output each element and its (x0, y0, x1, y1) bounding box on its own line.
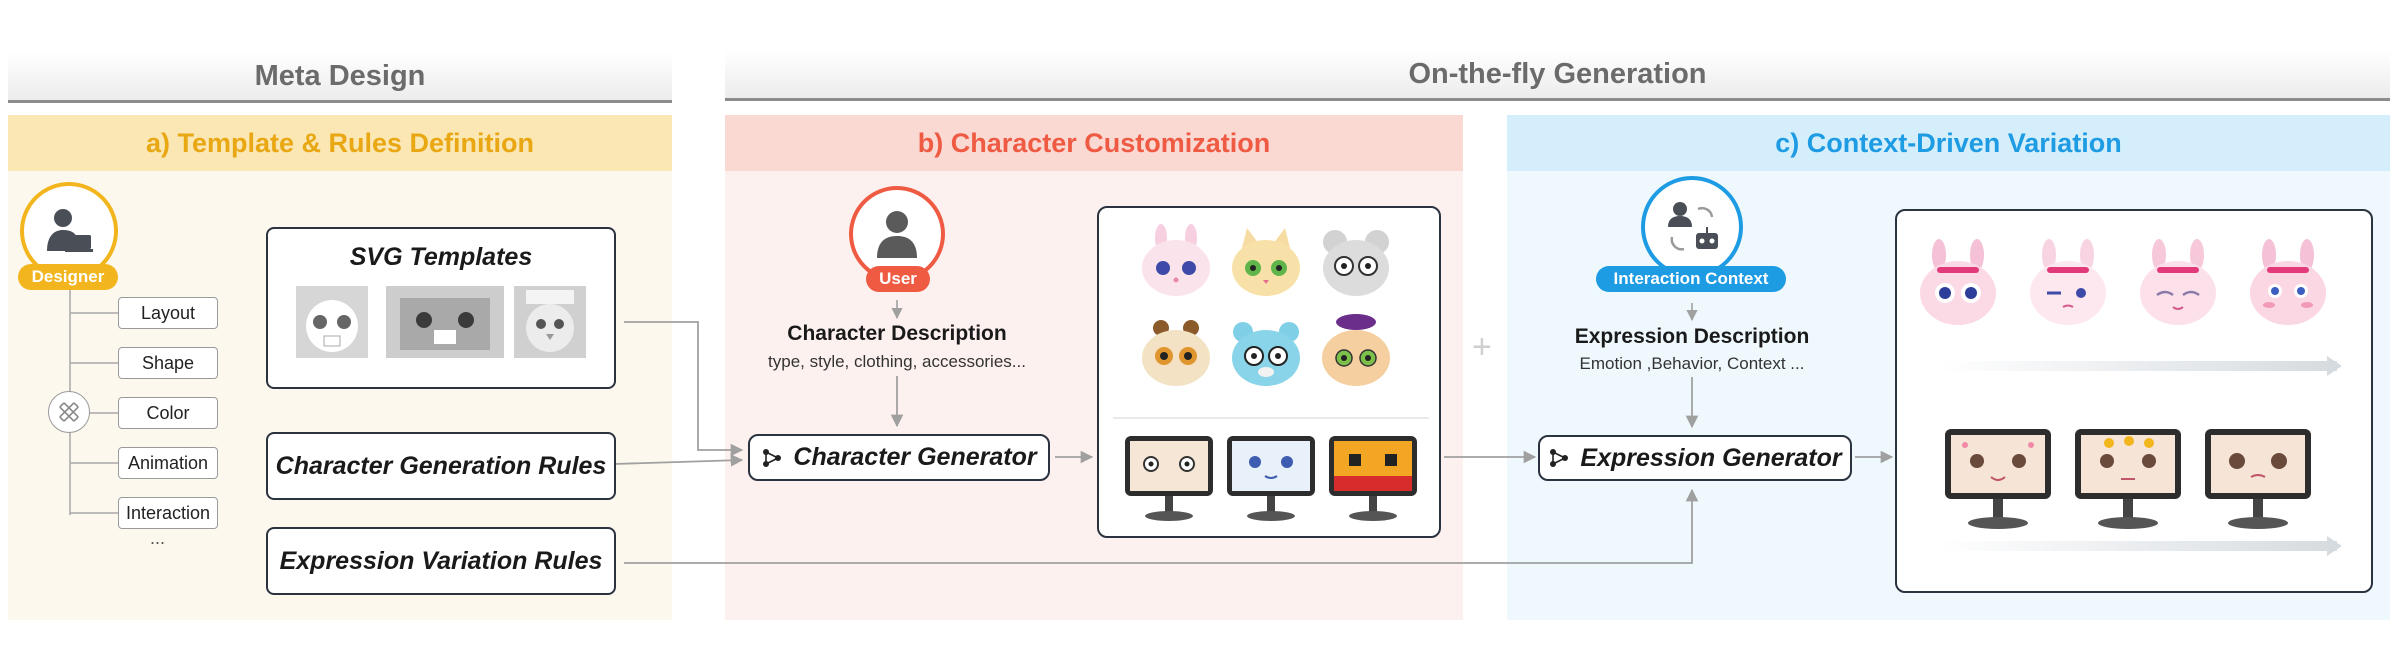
user-avatar (849, 186, 945, 282)
meta-design-band: Meta Design (8, 52, 672, 103)
generator-icon (763, 448, 782, 467)
panel-c-header: c) Context-Driven Variation (1507, 115, 2390, 171)
template-thumb-3 (514, 286, 586, 358)
char-cat (1232, 228, 1300, 296)
designer-icon (47, 209, 93, 252)
expression-output-box (1895, 209, 2373, 593)
character-faces (1113, 224, 1429, 521)
expression-description-subtitle: Emotion ,Behavior, Context ... (1579, 354, 1805, 373)
plus-sign: + (1472, 328, 1492, 366)
expression-variation-rules: Expression Variation Rules (266, 527, 616, 595)
on-the-fly-band: On-the-fly Generation (725, 50, 2390, 101)
template-thumb-1 (296, 286, 368, 358)
designer-label: Designer (18, 264, 118, 290)
char-screen-3 (1329, 436, 1417, 521)
character-description-subtitle: type, style, clothing, accessories... (768, 352, 1026, 371)
char-screen-2 (1227, 436, 1315, 521)
attr-color: Color (118, 397, 218, 429)
expression-faces (1920, 239, 2342, 556)
panel-a-header: a) Template & Rules Definition (8, 115, 672, 171)
attr-animation: Animation (118, 447, 218, 479)
bunny-expression-2 (2030, 239, 2106, 325)
char-bunny (1142, 224, 1210, 296)
char-mouse (1323, 230, 1389, 296)
interaction-context-avatar (1641, 176, 1743, 278)
expression-generator: Expression Generator (1538, 435, 1852, 481)
template-thumb-2 (386, 286, 504, 358)
character-description-title: Character Description (787, 322, 1007, 345)
user-label: User (866, 266, 930, 292)
expression-description-title: Expression Description (1574, 325, 1810, 348)
char-screen-1 (1125, 436, 1213, 521)
char-bear (1232, 322, 1300, 386)
attr-more-ellipsis: ... (150, 528, 166, 548)
character-generator: Character Generator (748, 434, 1050, 481)
character-generation-rules: Character Generation Rules (266, 432, 616, 500)
interaction-context-icon (1668, 202, 1718, 251)
char-cat-beret (1322, 314, 1390, 386)
generator-icon (1550, 449, 1569, 467)
screen-expression-3 (2205, 429, 2311, 529)
screen-expression-2 (2075, 429, 2181, 529)
character-generator-label: Character Generator (793, 443, 1037, 471)
design-tools-icon (48, 391, 90, 433)
bunny-expression-1 (1920, 239, 1996, 325)
attr-layout: Layout (118, 297, 218, 329)
user-icon (877, 211, 917, 258)
attr-interaction: Interaction (118, 497, 218, 529)
panel-b-header: b) Character Customization (725, 115, 1463, 171)
bunny-expression-4 (2250, 239, 2326, 325)
attr-shape: Shape (118, 347, 218, 379)
bunny-expression-3 (2140, 239, 2216, 325)
character-output-box (1097, 206, 1441, 538)
screen-expression-1 (1945, 429, 2051, 529)
char-owl (1142, 320, 1210, 386)
interaction-context-label: Interaction Context (1596, 266, 1786, 292)
expression-generator-label: Expression Generator (1580, 443, 1842, 472)
svg-templates-box: SVG Templates (266, 227, 616, 389)
svg-templates-title: SVG Templates (349, 243, 533, 271)
